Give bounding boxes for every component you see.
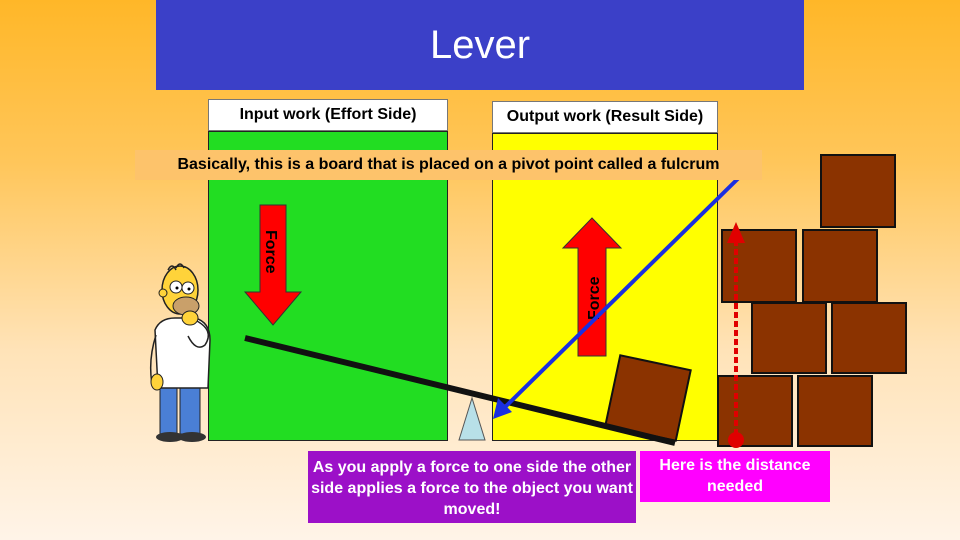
brick — [717, 375, 793, 447]
brick — [820, 154, 896, 228]
effort-force-arrow: Force — [243, 204, 303, 326]
brick — [751, 302, 827, 374]
apply-force-caption: As you apply a force to one side the oth… — [308, 451, 636, 523]
input-work-label: Input work (Effort Side) — [208, 99, 448, 131]
result-force-arrow: Force — [561, 217, 623, 357]
pointer-arrowhead — [493, 398, 512, 419]
effort-force-label: Force — [262, 230, 279, 274]
lever-board — [244, 335, 676, 446]
slide-title: Lever — [156, 0, 804, 90]
fulcrum — [458, 396, 486, 441]
distance-indicator — [727, 222, 745, 448]
brick — [797, 375, 873, 447]
result-force-label: Force — [586, 276, 603, 320]
output-work-label: Output work (Result Side) — [492, 101, 718, 133]
brick-wall — [717, 154, 907, 447]
brick — [831, 302, 907, 374]
distance-arrowhead — [727, 222, 745, 243]
brick — [802, 229, 878, 303]
fulcrum-explanation-banner: Basically, this is a board that is place… — [135, 150, 762, 180]
fulcrum-pointer — [493, 158, 759, 419]
effort-side-panel — [208, 131, 448, 441]
distance-caption: Here is the distance needed — [640, 451, 830, 502]
cartoon-character — [149, 263, 211, 442]
distance-endpoint — [728, 432, 744, 448]
